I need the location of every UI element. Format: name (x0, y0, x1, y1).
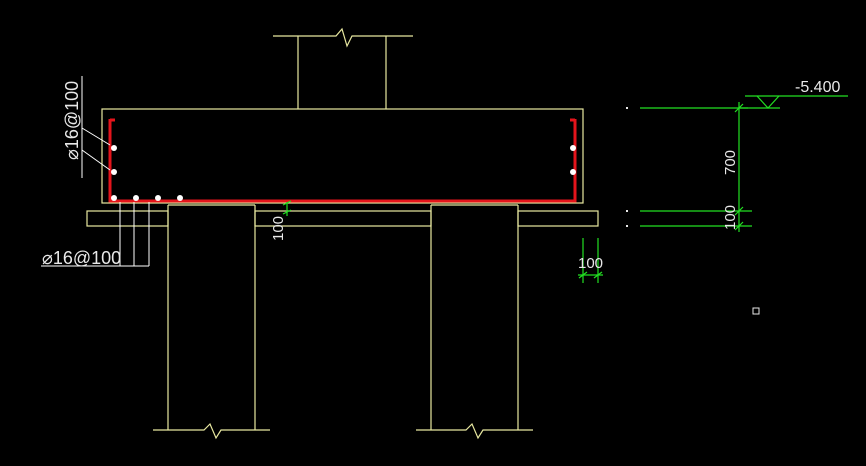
dim-label-100-right: 100 (722, 205, 739, 230)
dim-cushion-overhang (578, 238, 603, 283)
rebar-dot (111, 195, 117, 201)
rebar-dot (155, 195, 161, 201)
upper-column (273, 27, 413, 109)
elevation-triangle (756, 95, 780, 109)
dim-chain-right (640, 102, 752, 232)
label-rebar-bottom: ⌀16@100 (42, 248, 121, 268)
rebar-dot (570, 169, 576, 175)
elevation-marker (740, 95, 848, 109)
rebar-leaders (41, 76, 150, 267)
pile-left (153, 204, 270, 440)
dim-label-middle: 100 (270, 216, 287, 241)
upper-column-break-line (273, 27, 413, 48)
rebar-main-u-bar (108, 119, 577, 203)
pile-cap-outline (101, 108, 584, 204)
elevation-label: -5.400 (795, 79, 840, 96)
ext-line-dots (626, 107, 628, 227)
pile-right-break-line (416, 422, 533, 440)
rebar-dot (111, 145, 117, 151)
cushion-segment-right (517, 210, 599, 227)
dim-label-700: 700 (722, 150, 739, 175)
rebar-dot (133, 195, 139, 201)
rebar-cage (108, 118, 577, 203)
cushion-layer (86, 210, 599, 227)
cushion-segment-left (86, 210, 169, 227)
dim-cushion-middle (282, 200, 292, 216)
rebar-dots (111, 145, 576, 201)
cursor-box-icon[interactable] (752, 307, 760, 315)
rebar-dot (177, 195, 183, 201)
pile-right (416, 204, 533, 440)
label-rebar-vertical: ⌀16@100 (62, 81, 82, 160)
dim-label-lower: 100 (578, 255, 603, 272)
pile-left-break-line (153, 422, 270, 440)
rebar-dot (570, 145, 576, 151)
rebar-dot (111, 169, 117, 175)
